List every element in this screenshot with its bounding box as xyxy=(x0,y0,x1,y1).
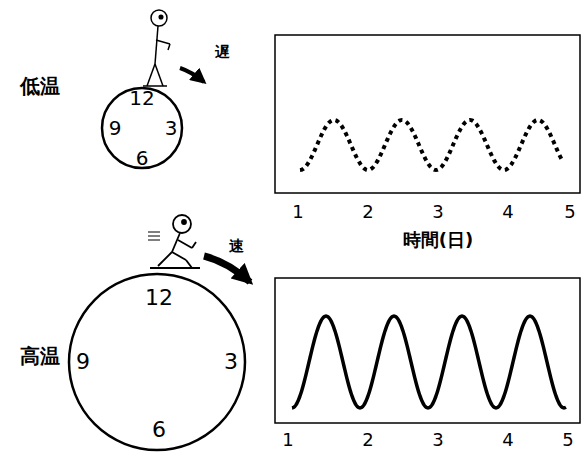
fast-arrow xyxy=(204,256,250,282)
axis-tick: 2 xyxy=(362,203,373,221)
low-temp-rhythm xyxy=(300,120,562,170)
slow-arrow xyxy=(180,68,204,82)
clock-number: 3 xyxy=(224,351,238,373)
axis-tick: 2 xyxy=(362,431,373,449)
graph-frame xyxy=(275,278,580,423)
speed-lines xyxy=(148,232,160,240)
axis-tick: 5 xyxy=(562,431,573,449)
condition-label: 低温 xyxy=(20,76,60,96)
clock-number: 12 xyxy=(145,287,173,309)
axis-tick: 3 xyxy=(432,431,443,449)
axis-tick: 1 xyxy=(282,431,293,449)
clock-face: 12 9 36 xyxy=(100,86,184,170)
speed-label: 速 xyxy=(229,239,244,254)
axis-tick: 4 xyxy=(502,203,513,221)
axis-tick: 4 xyxy=(502,431,513,449)
clock-number: 12 xyxy=(129,88,154,108)
clock-number: 3 xyxy=(165,118,178,138)
clock-number: 9 xyxy=(76,351,90,373)
clock-face: 12 9 3 6 xyxy=(67,272,247,452)
axis-title: 時間(日) xyxy=(403,231,473,249)
axis-tick: 1 xyxy=(292,203,303,221)
graph-frame xyxy=(275,35,580,193)
slow-figure xyxy=(143,10,170,86)
clock-number: 6 xyxy=(152,419,166,441)
axis-tick: 5 xyxy=(564,203,575,221)
condition-label: 高温 xyxy=(20,346,60,366)
speed-label: 遅 xyxy=(215,45,230,60)
high-temp-rhythm xyxy=(292,316,566,408)
axis-tick: 3 xyxy=(432,203,443,221)
clock-number: 9 xyxy=(109,118,122,138)
clock-number: 6 xyxy=(136,148,149,168)
fast-figure xyxy=(150,215,200,268)
